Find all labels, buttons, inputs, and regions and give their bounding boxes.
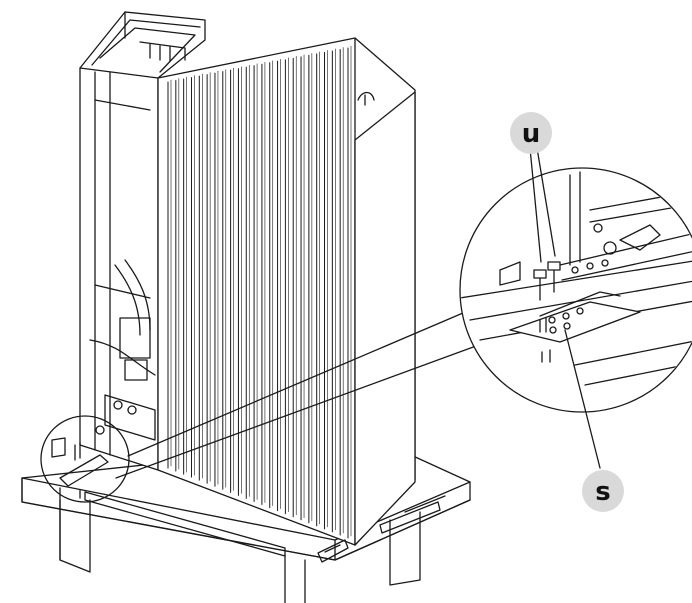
s-pointer xyxy=(564,329,601,469)
u-pointer-1 xyxy=(529,147,542,263)
callout-u-badge xyxy=(510,112,552,154)
side-panel xyxy=(354,91,416,546)
zoom-detail xyxy=(459,167,692,413)
callout-u-label: u xyxy=(522,119,541,149)
callout-s: s xyxy=(582,470,624,512)
zoom-leader-top xyxy=(127,309,471,457)
callout-s-badge xyxy=(582,470,624,512)
callout-u: u xyxy=(510,112,552,154)
u-pointer-2 xyxy=(536,147,556,257)
zoom-leader-bottom xyxy=(115,345,477,479)
fin-lines xyxy=(167,45,352,539)
callout-s-label: s xyxy=(595,477,610,507)
detail-marker-circle xyxy=(40,415,130,503)
